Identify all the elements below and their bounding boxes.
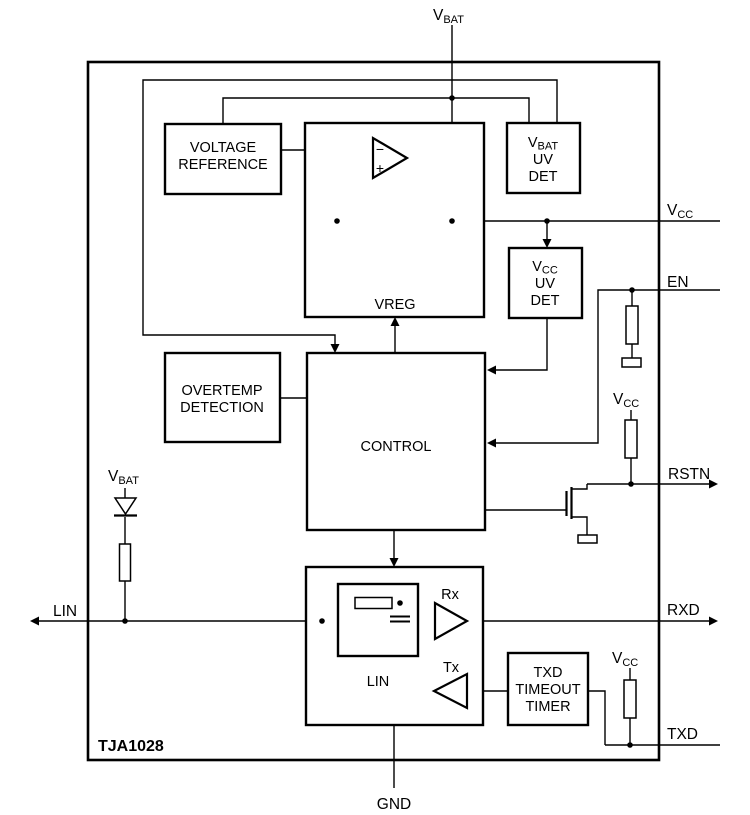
vbat-uv-det-label-3: DET [529, 169, 558, 185]
junction-dot [397, 600, 403, 606]
vcc-uv-det-box [507, 246, 584, 320]
voltage-reference-label-1: VOLTAGE [190, 140, 257, 156]
vcc-uv-det-label-2: UV [535, 276, 555, 292]
resistor-rstn-pullup [624, 419, 638, 459]
wire-vbat-branch [222, 97, 530, 124]
overtemp-label-2: DETECTION [180, 400, 264, 416]
chip-part-number: TJA1028 [98, 738, 164, 755]
en-pin-label: EN [667, 274, 689, 291]
vcc-uv-det-label-3: DET [531, 293, 560, 309]
voltage-reference-label-2: REFERENCE [178, 157, 268, 173]
wire-en [496, 289, 720, 444]
overtemp-detection-block: OVERTEMP DETECTION [163, 351, 282, 444]
junction-dot [319, 618, 325, 624]
pin-labels: VBAT VCC EN RSTN RXD TXD LIN GND VBAT VC… [53, 7, 710, 813]
diode-vbat-lin [113, 497, 138, 516]
junction-dots [122, 95, 635, 748]
opamp-triangle [371, 136, 410, 180]
vbat-uv-det-label-2: UV [533, 152, 553, 168]
vcc-pin-label: VCC [667, 202, 693, 221]
lin-filter-box [336, 582, 420, 658]
tx-label: Tx [443, 660, 460, 676]
rx-label: Rx [441, 587, 459, 603]
wire-vccuv-to-control [496, 318, 548, 371]
timer-label-3: TIMER [525, 699, 570, 715]
junction-dot [544, 218, 550, 224]
junction-dot [629, 287, 635, 293]
timer-label-1: TXD [534, 665, 563, 681]
timer-label-2: TIMEOUT [515, 682, 580, 698]
vcc-uv-det-label-1: VCC [532, 259, 558, 277]
arrow-into-lin-block [389, 558, 399, 567]
ground-en [621, 357, 642, 368]
tx-buffer-triangle [431, 672, 469, 710]
junction-dot [628, 481, 634, 487]
vbat-pin-label: VBAT [433, 7, 464, 26]
vbat-uv-det-block: VBAT UV DET [505, 121, 582, 195]
lin-transceiver-block: Rx Tx LIN [304, 565, 485, 727]
junction-dot [334, 218, 340, 224]
arrow-into-vreg-bottom [390, 317, 400, 326]
resistor-filter [354, 596, 393, 610]
arrow-rxd-out [709, 616, 718, 626]
overtemp-detection-box [163, 351, 282, 444]
rstn-pin-label: RSTN [668, 466, 710, 483]
voltage-reference-block: VOLTAGE REFERENCE [163, 122, 283, 196]
vcc-uv-det-block: VCC UV DET [507, 246, 584, 320]
control-label: CONTROL [361, 439, 432, 455]
control-block: CONTROL [305, 351, 487, 532]
arrow-into-control-top [330, 344, 340, 353]
resistor-txd-pullup [623, 679, 637, 719]
gnd-pin-label: GND [377, 796, 411, 813]
junction-dot [449, 218, 455, 224]
wire-txd [588, 690, 720, 746]
arrow-rstn-out [709, 479, 718, 489]
resistor-en-pulldown [625, 305, 639, 345]
vreg-block: − + VREG [303, 121, 486, 319]
arrow-into-vccuv [542, 239, 552, 248]
ground-rstn-fet [577, 534, 598, 544]
opamp-minus-sign: − [376, 141, 384, 157]
control-box [305, 351, 487, 532]
arrow-vccuv-into-control [487, 365, 496, 375]
txd-pin-label: TXD [667, 726, 698, 743]
rx-buffer-triangle [433, 601, 470, 641]
txd-timeout-timer-box [506, 651, 590, 727]
vcc-rstn-pullup-label: VCC [613, 391, 639, 410]
lin-block-label: LIN [367, 674, 390, 690]
txd-timeout-timer-block: TXD TIMEOUT TIMER [506, 651, 590, 727]
vbat-supply-label: VBAT [108, 468, 139, 487]
junction-dot [627, 742, 633, 748]
opamp-plus-sign: + [376, 160, 384, 176]
junction-dot [449, 95, 455, 101]
junction-dot [122, 618, 128, 624]
chip-boundary [86, 60, 661, 762]
vreg-label: VREG [374, 297, 415, 313]
vbat-uv-det-box [505, 121, 582, 195]
vcc-txd-pullup-label: VCC [612, 650, 638, 669]
resistor-vbat-lin [118, 543, 132, 582]
overtemp-label-1: OVERTEMP [181, 383, 262, 399]
arrow-en-into-control [487, 438, 496, 448]
wire-vbatuv-to-control [142, 79, 558, 345]
arrow-lin-out [30, 616, 39, 626]
vbat-uv-det-label-1: VBAT [528, 135, 559, 153]
voltage-reference-box [163, 122, 283, 196]
wire-rstn-fet-leads [572, 484, 588, 535]
rxd-pin-label: RXD [667, 602, 700, 619]
lin-pin-label: LIN [53, 603, 77, 620]
